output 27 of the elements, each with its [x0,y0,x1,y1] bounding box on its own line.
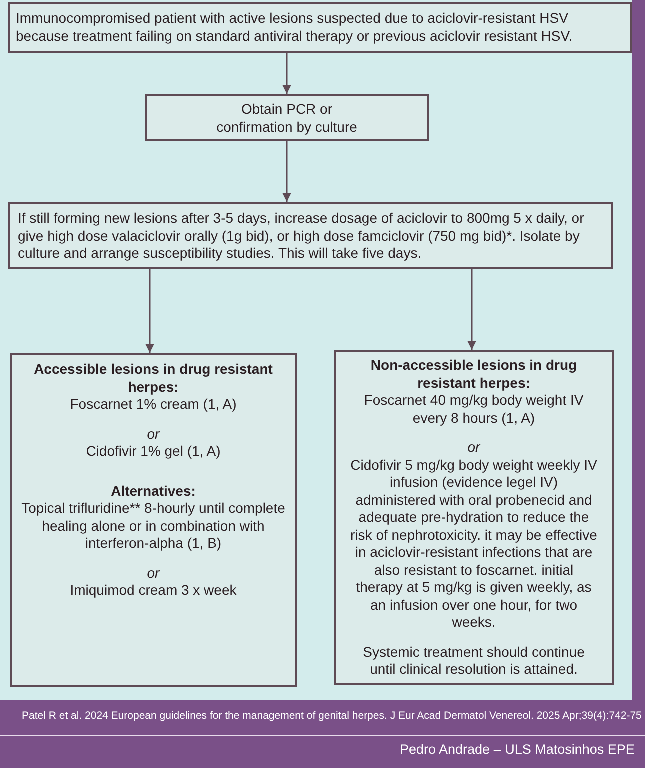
arrow [146,269,154,353]
body-text: Foscarnet 40 mg/kg body weight IV every 8 hours (1, A) [363,392,585,427]
process-box [145,94,429,141]
body-text: Foscarnet 1% cream (1, A) [69,396,238,414]
body-text: Imiquimod cream 3 x week [69,582,238,600]
process-box [334,350,614,685]
body-text: Systemic treatment should continue until clinical resolution is attained. [362,644,586,678]
body-text: Cidofivir 1% gel (1, A) [85,443,222,460]
process-box [8,2,632,53]
arrow [282,141,292,202]
process-box [8,202,613,269]
connector-word: or [466,439,482,456]
citation-text: Patel R et al. 2024 European guidelines for the management of genital herpes. J Eur Acad Dermatol Venereol. 2025 Apr;39(4):742-75 [22,710,642,722]
heading-text: Non-accessible lesions in drug resistant herpes: [370,357,578,392]
arrow [468,269,476,350]
body-text: Immunocompromised patient with active lesions suspected due to aciclovir-resistant HSV because treatment failing on standard antiviral therapy or previous aciclovir resistant HSV. [16,10,574,45]
body-text: If still forming new lesions after 3-5 days, increase dosage of aciclovir to 800mg 5 x daily, or give high dose valaciclovir orally (1g bid), or high dose famciclovir (750 mg bid)*. Isolate by culture and arrange susceptibility studies. This will take five days. [18,210,586,262]
body-text: Topical trifluridine** 8-hourly until complete healing alone or in combination with interferon-alpha (1, B) [20,500,286,552]
process-box [10,353,297,687]
arrow [282,53,292,94]
author-credit: Pedro Andrade – ULS Matosinhos EPE [400,742,635,757]
body-text: Cidofivir 5 mg/kg body weight weekly IV infusion (evidence legel IV) administered with oral probenecid and adequate pre-hydration to reduce the risk of nephrotoxicity. it may be effective in aciclovir-resistant infections that are also resistant to foscarnet. initial therapy at 5 mg/kg is given weekly, as an infusion over one hour, for two weeks. [350,456,598,632]
connector-word: or [146,564,161,582]
connector-word: or [146,426,161,443]
heading-text: Accessible lesions in drug resistant herpes: [33,361,274,396]
heading-text: Alternatives: [110,482,197,500]
body-text: Obtain PCR or confirmation by culture [216,101,358,136]
